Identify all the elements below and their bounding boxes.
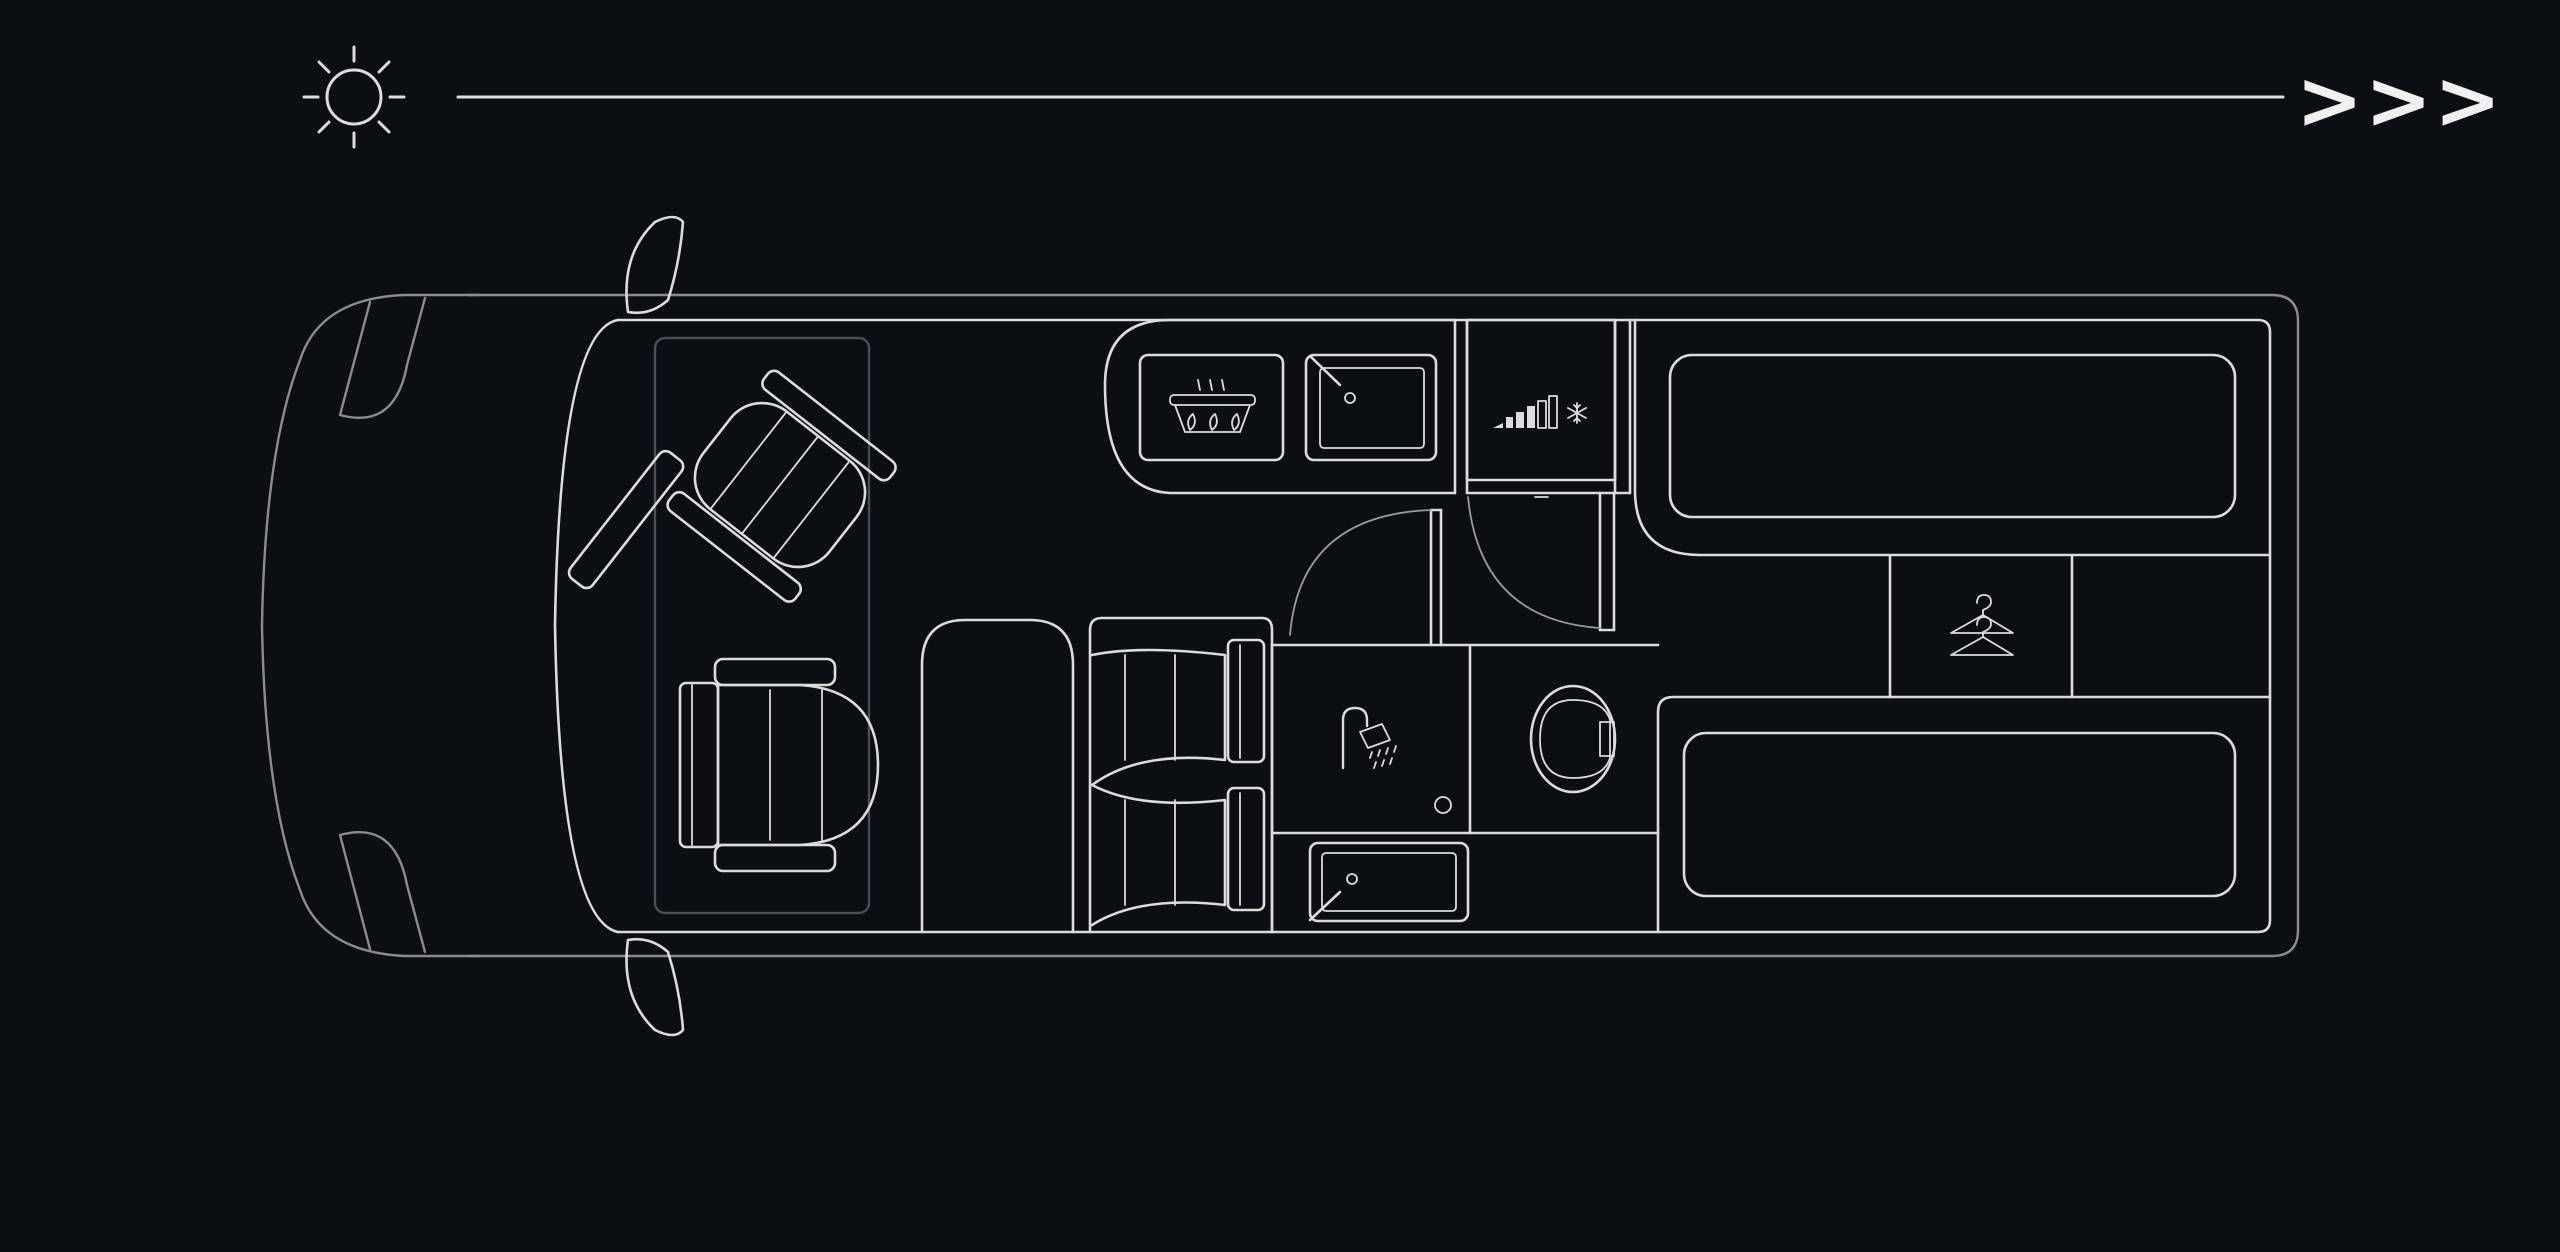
hanger-icon bbox=[1950, 594, 2014, 656]
bench-seat-icon bbox=[1088, 616, 1274, 934]
snowflake-icon bbox=[1567, 402, 1587, 424]
interior-outline bbox=[616, 318, 2272, 934]
rear-bed-lower bbox=[1656, 695, 2272, 934]
vehicle-body bbox=[260, 293, 2300, 958]
toilet-icon bbox=[1529, 684, 1617, 794]
armchair-icon bbox=[567, 369, 897, 603]
entry-step bbox=[920, 618, 1075, 934]
sink-icon bbox=[1304, 353, 1438, 462]
wardrobe bbox=[1888, 553, 2074, 699]
bathroom bbox=[1270, 491, 1660, 934]
kitchen-counter bbox=[1103, 318, 1469, 495]
armchair-icon bbox=[678, 657, 880, 873]
direction-arrows: >>> bbox=[2296, 54, 2503, 147]
shower-drain bbox=[1434, 796, 1452, 814]
fridge-level-icon bbox=[1493, 395, 1558, 429]
rear-bed-upper bbox=[1633, 318, 2272, 557]
fridge bbox=[1465, 318, 1632, 498]
shower-icon bbox=[1341, 706, 1397, 770]
side-mirror-icon bbox=[625, 215, 685, 1037]
cab-zone bbox=[653, 336, 871, 915]
sun-icon bbox=[302, 45, 406, 149]
stove-icon bbox=[1138, 353, 1285, 462]
wash-basin-icon bbox=[1308, 841, 1470, 923]
